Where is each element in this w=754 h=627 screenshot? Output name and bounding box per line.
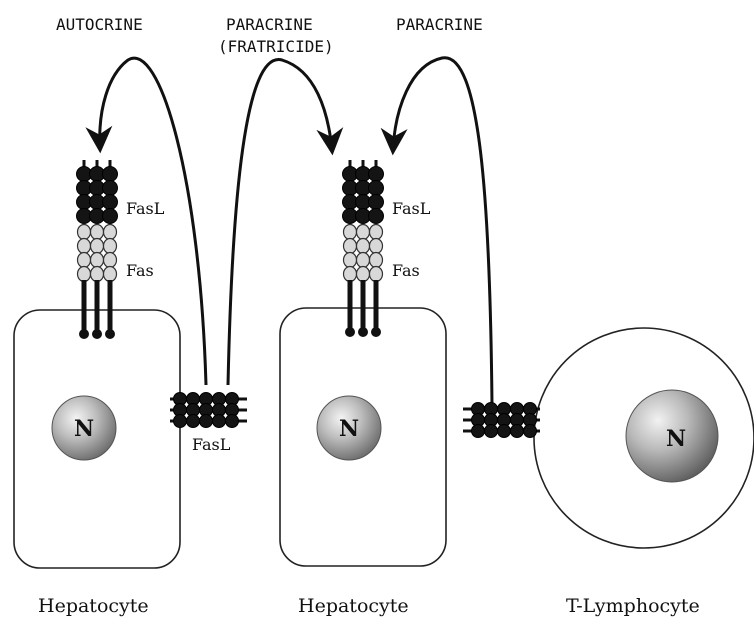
fas-subunit [78,267,91,282]
fas-subunit [344,225,357,240]
fas-subunit [357,267,370,282]
fas-subunit [370,239,383,254]
fasl-subunit [369,209,384,224]
paracrine-fratricide-label: PARACRINE [226,15,313,34]
hepatocyte-middle-label: Hepatocyte [298,595,409,617]
fasl-subunit [511,425,524,438]
fas-label-left: Fas [126,261,154,280]
fasl-subunit [103,167,118,182]
fratricide-label: (FRATRICIDE) [218,37,334,56]
t-lymphocyte: N [534,328,754,548]
fas-subunit [91,239,104,254]
fas-subunit [91,253,104,268]
fasl-subunit [369,195,384,210]
fas-subunit [344,253,357,268]
fasl-label-left: FasL [126,199,165,218]
autocrine-label: AUTOCRINE [56,15,143,34]
fasl-subunit [103,195,118,210]
fasl-subunit [524,425,537,438]
t-lymphocyte-label: T-Lymphocyte [566,595,700,617]
fas-subunit [91,225,104,240]
fasl-subunit [369,167,384,182]
fas-subunit [78,239,91,254]
fasl-label-middle: FasL [392,199,431,218]
fas-anchor [371,327,381,337]
fas-anchor [105,329,115,339]
fas-subunit [104,267,117,282]
fas-anchor [92,329,102,339]
fasl-subunit [226,415,239,428]
fas-subunit [344,239,357,254]
fas-subunit [344,267,357,282]
fas-subunit [370,267,383,282]
fas-subunit [104,225,117,240]
nucleus-middle-label: N [339,416,359,442]
fas-subunit [91,267,104,282]
fasl-subunit [472,425,485,438]
fas-fasl-complex-middle [343,160,384,337]
fas-anchor [358,327,368,337]
fas-subunit [357,253,370,268]
hepatocyte-middle: N [280,308,446,566]
fas-label-middle: Fas [392,261,420,280]
fasl-t-lymphocyte-side [463,403,540,438]
fas-subunit [357,225,370,240]
fasl-subunit [187,415,200,428]
fasl-subunit [103,209,118,224]
nucleus-left-label: N [74,416,94,442]
fasl-subunit [498,425,511,438]
fas-fasl-complex-left [77,160,118,339]
fas-subunit [370,225,383,240]
hepatocyte-left-label: Hepatocyte [38,595,149,617]
hepatocyte-left: N [14,310,180,568]
fasl-subunit [369,181,384,196]
fas-anchor [79,329,89,339]
fasl-hepatocyte-side [170,393,247,428]
fasl-subunit [174,415,187,428]
paracrine-label: PARACRINE [396,15,483,34]
fasl-subunit [103,181,118,196]
fasl-subunit [200,415,213,428]
fasl-subunit [213,415,226,428]
fas-subunit [370,253,383,268]
fasl-subunit [485,425,498,438]
nucleus-t-lymphocyte-label: N [666,426,686,452]
fas-subunit [104,253,117,268]
fas-anchor [345,327,355,337]
fas-subunit [357,239,370,254]
fas-subunit [104,239,117,254]
fas-subunit [78,253,91,268]
fasl-label-membrane: FasL [192,435,231,454]
fas-subunit [78,225,91,240]
